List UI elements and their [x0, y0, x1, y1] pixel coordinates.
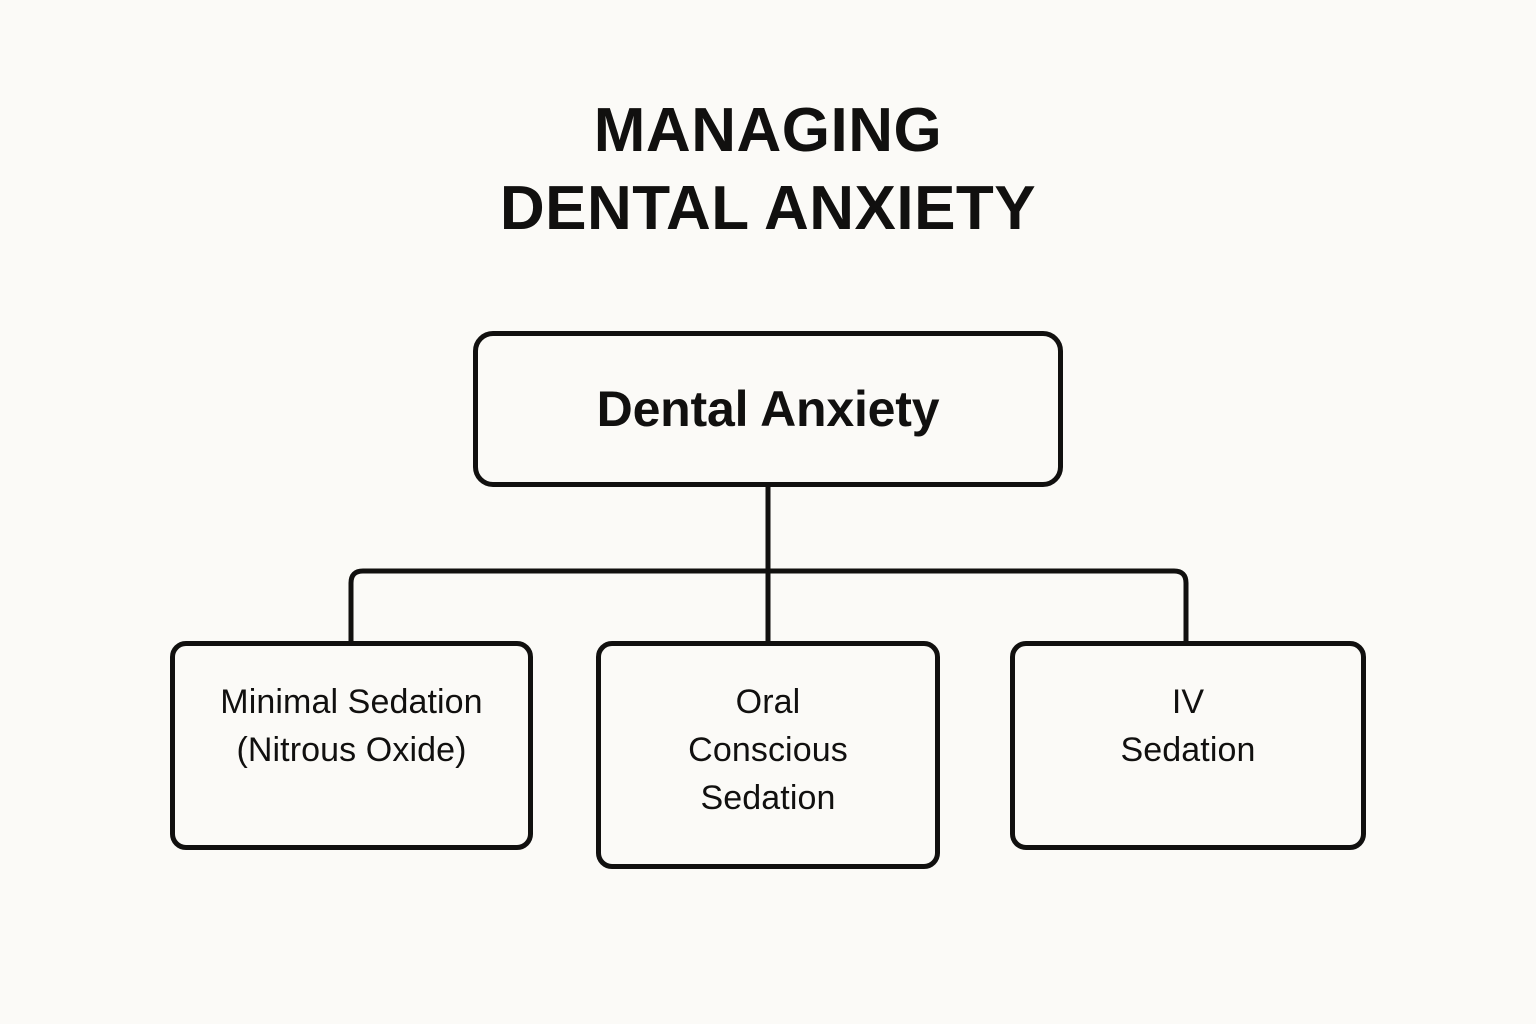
- node-dental-anxiety[interactable]: Dental Anxiety: [473, 331, 1063, 487]
- node-dental-anxiety-label: Dental Anxiety: [596, 381, 940, 437]
- node-iv-sedation-line-2: Sedation: [1120, 731, 1256, 769]
- node-iv-sedation-line-1: IV: [1171, 683, 1205, 721]
- node-oral-conscious-sedation-line-1: Oral: [735, 683, 801, 721]
- page-title-line-2: DENTAL ANXIETY: [499, 174, 1037, 243]
- node-oral-conscious-sedation-line-2: Conscious: [688, 731, 848, 769]
- node-minimal-sedation-line-1: Minimal Sedation: [220, 683, 483, 721]
- connector-bus-left: [348, 568, 768, 641]
- node-minimal-sedation-line-2: (Nitrous Oxide): [236, 731, 467, 769]
- node-oral-conscious-sedation[interactable]: Oral Conscious Sedation: [596, 641, 940, 869]
- node-minimal-sedation[interactable]: Minimal Sedation (Nitrous Oxide): [170, 641, 533, 850]
- page-title: MANAGING DENTAL ANXIETY: [0, 92, 1536, 248]
- node-iv-sedation[interactable]: IV Sedation: [1010, 641, 1366, 850]
- node-oral-conscious-sedation-line-3: Sedation: [700, 779, 836, 817]
- connector-bus-right: [768, 568, 1189, 641]
- page-title-line-1: MANAGING: [593, 96, 943, 165]
